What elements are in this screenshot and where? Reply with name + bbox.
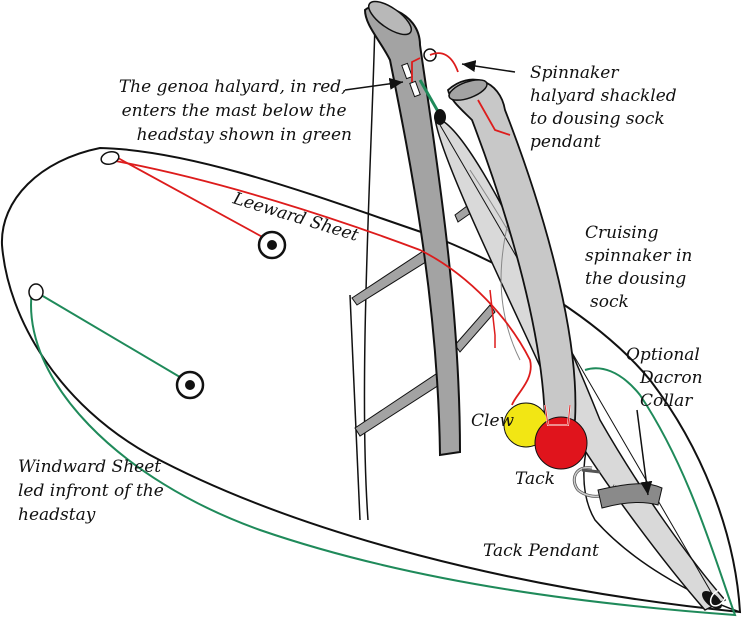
windward-sheet-line	[30, 289, 737, 617]
label-windward-sheet: Windward Sheet led infront of the headst…	[18, 457, 169, 525]
arrow-spinnaker-halyard	[461, 60, 516, 73]
genoa-halyard-down	[489, 289, 496, 348]
hull-outline	[0, 146, 742, 614]
sock-seam	[439, 124, 719, 605]
genoa-luff	[363, 21, 376, 521]
windward-fairlead	[28, 283, 44, 301]
headstay	[418, 79, 442, 116]
headstay-fitting	[434, 109, 446, 125]
dousing-sock-tube	[447, 78, 577, 432]
mast	[363, 5, 462, 457]
bow-fitting	[702, 591, 722, 609]
leeward-fairlead	[100, 151, 120, 165]
halyard-exit-upper	[401, 62, 413, 80]
windward-winch	[175, 370, 205, 400]
label-spinnaker-halyard: Spinnaker halyard shackled to dousing so…	[530, 63, 682, 152]
label-tack: Tack	[515, 469, 555, 489]
genoa-halyard-red	[411, 57, 421, 82]
arrow-dacron-collar	[636, 409, 653, 496]
leeward-sheet-to-winch	[117, 157, 269, 241]
sock-top	[448, 79, 488, 101]
shackle-pin	[581, 468, 601, 474]
leeward-sheet-line	[109, 159, 532, 406]
label-dacron-collar: Optional Dacron Collar	[626, 345, 708, 411]
lower-spreader-right	[454, 304, 496, 353]
leeward-winch	[257, 230, 287, 260]
tack-ball	[534, 416, 588, 470]
bow-fitting-ring	[709, 589, 727, 607]
halyard-exit-lower	[409, 80, 421, 98]
label-tack-pendant: Tack Pendant	[483, 541, 599, 561]
windward-sheet-to-winch	[35, 291, 191, 384]
mast-top	[367, 0, 413, 36]
tack-inner-loop-red	[544, 404, 571, 426]
label-genoa-halyard: The genoa halyard, in red, enters the ma…	[119, 77, 352, 145]
genoa-foot	[349, 294, 361, 521]
sock-pendant	[477, 99, 511, 136]
label-clew: Clew	[471, 411, 515, 431]
spinnaker-halyard	[429, 52, 459, 73]
arrow-genoa-halyard	[344, 77, 404, 91]
label-cruising-spinnaker: Cruising spinnaker in the dousing sock	[585, 223, 698, 312]
